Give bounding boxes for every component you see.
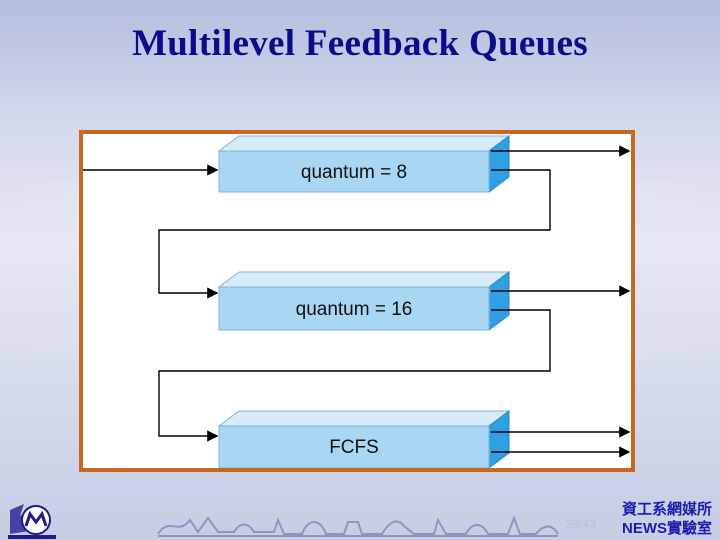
queue-3: FCFS xyxy=(219,411,509,468)
queue-1-label: quantum = 8 xyxy=(301,162,407,183)
queue-2-top xyxy=(219,272,509,287)
queue-2-label: quantum = 16 xyxy=(296,299,413,320)
queue-1: quantum = 8 xyxy=(219,136,509,192)
queue-1-top xyxy=(219,136,509,151)
page-number: 26/43 xyxy=(566,517,596,531)
footer-org: 資工系網媒所 NEWS實驗室 xyxy=(622,500,718,538)
slide-title: Multilevel Feedback Queues xyxy=(0,22,720,65)
org-line-2: NEWS實驗室 xyxy=(622,519,718,538)
queue-3-top xyxy=(219,411,509,426)
queue-diagram-frame: quantum = 8 quantum = 16 FCFS xyxy=(79,130,635,472)
queue-2: quantum = 16 xyxy=(219,272,509,330)
org-line-1: 資工系網媒所 xyxy=(622,500,718,519)
footer-date: 12/19/2021 xyxy=(68,517,128,531)
decorative-skyline xyxy=(58,512,618,538)
university-logo xyxy=(6,500,58,540)
queue-diagram: quantum = 8 quantum = 16 FCFS xyxy=(83,134,631,468)
queue-3-label: FCFS xyxy=(329,437,379,458)
